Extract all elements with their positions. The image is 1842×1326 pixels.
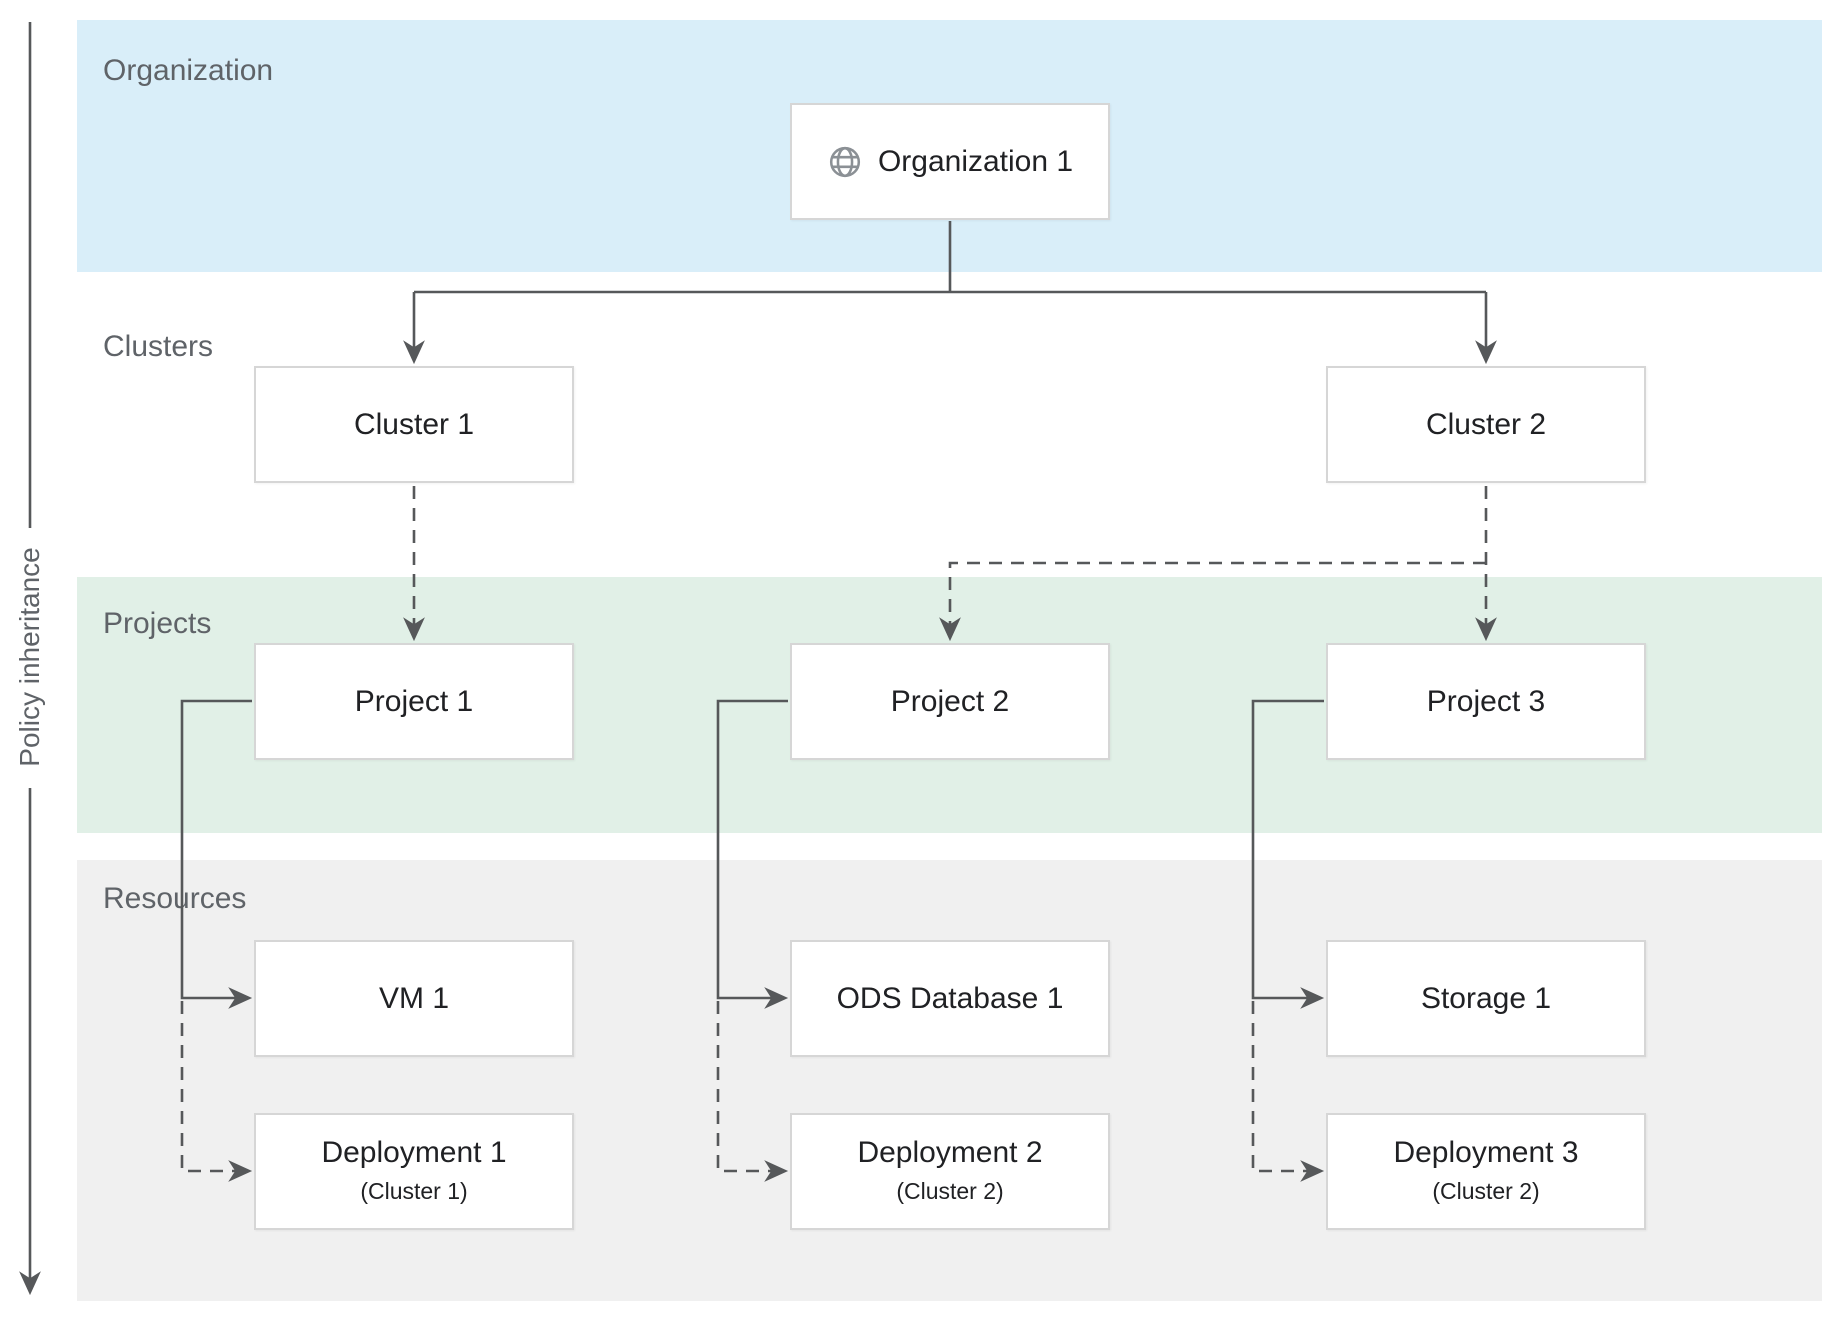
node-label: Deployment 2 [857, 1135, 1043, 1169]
node-label: VM 1 [378, 981, 450, 1015]
node-deployment-2: Deployment 2 (Cluster 2) [790, 1113, 1110, 1230]
node-ods-database-1: ODS Database 1 [790, 940, 1110, 1057]
node-label: Deployment 3 [1393, 1135, 1579, 1169]
node-cluster-2: Cluster 2 [1326, 366, 1646, 483]
globe-icon [829, 146, 861, 177]
node-deployment-3: Deployment 3 (Cluster 2) [1326, 1113, 1646, 1230]
policy-inheritance-label: Policy inheritance [14, 541, 46, 773]
resources-band-label: Resources [103, 882, 247, 915]
node-storage-1: Storage 1 [1326, 940, 1646, 1057]
organization-band-label: Organization [103, 54, 274, 87]
node-cluster-1: Cluster 1 [254, 366, 574, 483]
node-label: Cluster 1 [353, 407, 475, 441]
node-sublabel: (Cluster 2) [896, 1177, 1004, 1204]
clusters-band-label: Clusters [103, 330, 214, 363]
node-label: Cluster 2 [1425, 407, 1547, 441]
node-sublabel: (Cluster 1) [360, 1177, 468, 1204]
node-label: Organization 1 [877, 144, 1074, 178]
node-sublabel: (Cluster 2) [1432, 1177, 1540, 1204]
node-project-1: Project 1 [254, 643, 574, 760]
node-label: ODS Database 1 [836, 981, 1064, 1015]
node-label: Deployment 1 [321, 1135, 507, 1169]
projects-band-label: Projects [103, 607, 212, 640]
node-deployment-1: Deployment 1 (Cluster 1) [254, 1113, 574, 1230]
node-project-3: Project 3 [1326, 643, 1646, 760]
node-project-2: Project 2 [790, 643, 1110, 760]
node-vm-1: VM 1 [254, 940, 574, 1057]
node-label: Project 1 [354, 684, 474, 718]
node-label: Storage 1 [1420, 981, 1552, 1015]
resources-band [77, 860, 1822, 1301]
node-label: Project 3 [1426, 684, 1546, 718]
node-organization-1: Organization 1 [790, 103, 1110, 220]
node-label: Project 2 [890, 684, 1010, 718]
